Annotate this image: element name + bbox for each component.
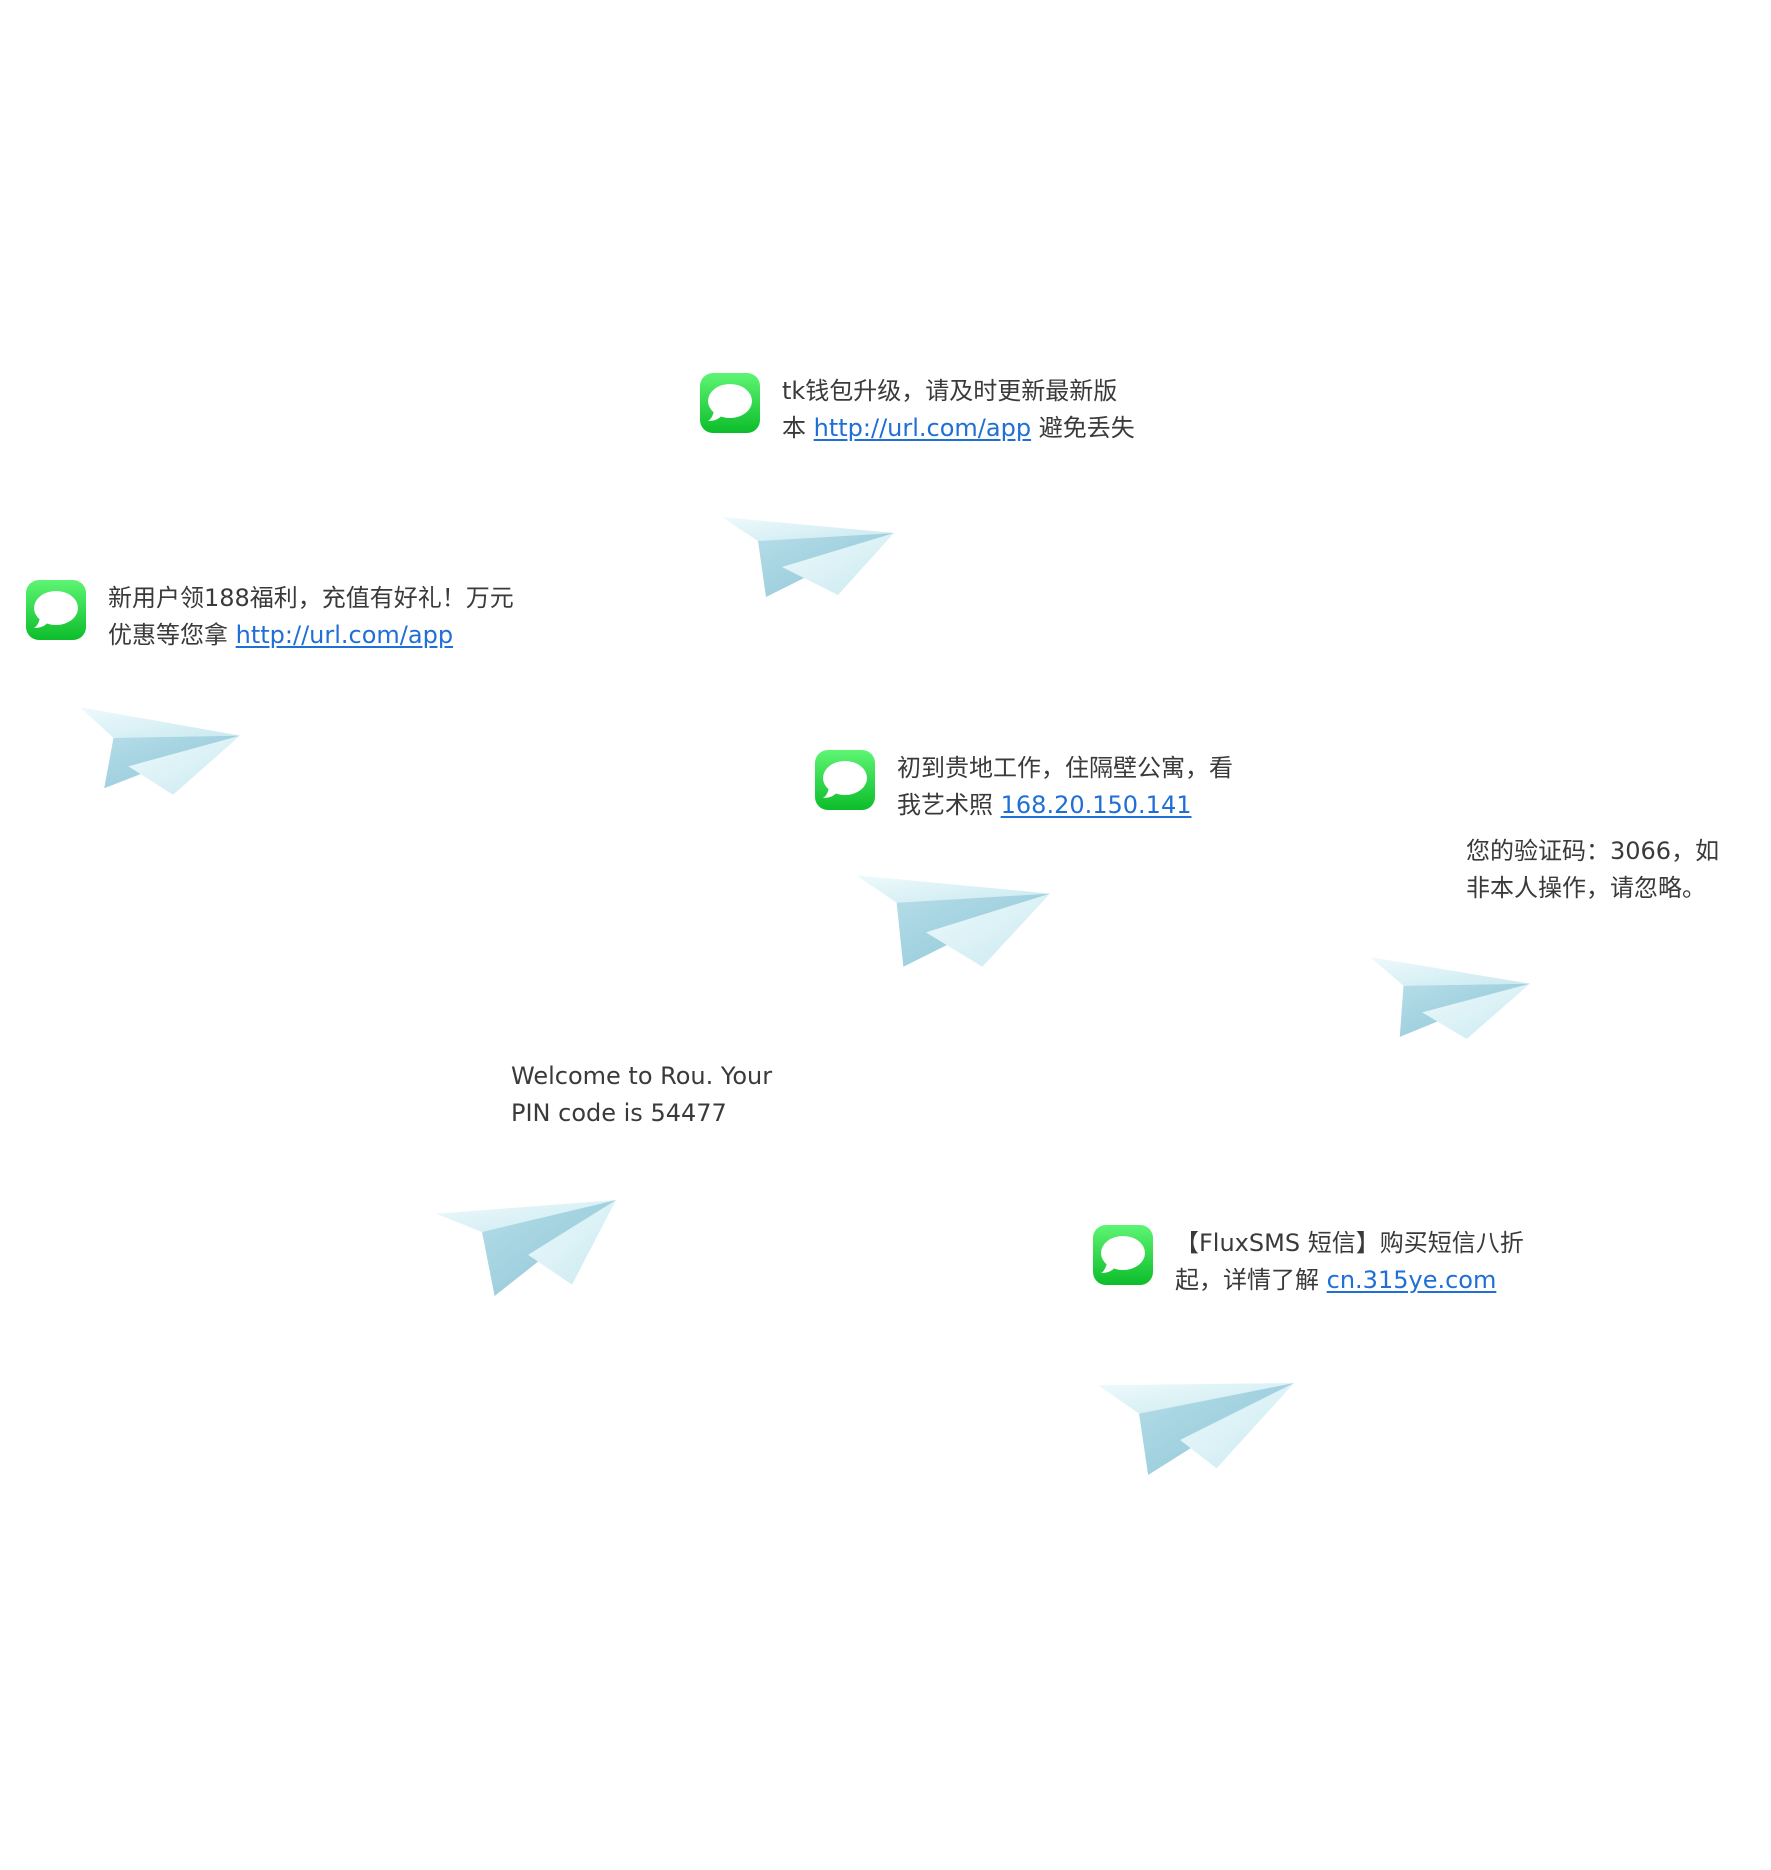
message-text: tk钱包升级，请及时更新最新版 本 http://url.com/app 避免丢… [782, 373, 1135, 447]
message-link[interactable]: http://url.com/app [813, 414, 1032, 442]
paper-plane-icon [80, 705, 240, 797]
paper-plane-icon [856, 873, 1050, 969]
message-text: 初到贵地工作，住隔壁公寓，看 我艺术照 168.20.150.141 [897, 750, 1233, 824]
message-link[interactable]: http://url.com/app [235, 621, 454, 649]
message-text: Welcome to Rou. Your PIN code is 54477 [511, 1058, 772, 1132]
message-link[interactable]: 168.20.150.141 [1000, 791, 1192, 819]
message-line-1: tk钱包升级，请及时更新最新版 [782, 377, 1118, 405]
message-line-2: PIN code is 54477 [511, 1099, 727, 1127]
messages-app-icon [26, 580, 86, 640]
message-line-2: 优惠等您拿 http://url.com/app [108, 621, 454, 649]
message-link[interactable]: cn.315ye.com [1326, 1266, 1497, 1294]
message-line-2: 我艺术照 168.20.150.141 [897, 791, 1192, 819]
message-line-2: 本 http://url.com/app 避免丢失 [782, 414, 1135, 442]
message-line-1: Welcome to Rou. Your [511, 1062, 773, 1090]
message-line-1: 您的验证码：3066，如 [1466, 837, 1720, 865]
messages-app-icon [815, 750, 875, 810]
message-text: 新用户领188福利，充值有好礼！万元 优惠等您拿 http://url.com/… [108, 580, 514, 654]
message-line-1: 【FluxSMS 短信】购买短信八折 [1175, 1229, 1524, 1257]
message-line-1: 初到贵地工作，住隔壁公寓，看 [897, 754, 1233, 782]
paper-plane-icon [1370, 955, 1530, 1041]
paper-plane-icon [436, 1200, 616, 1296]
paper-plane-icon [1098, 1383, 1294, 1475]
message-text: 【FluxSMS 短信】购买短信八折 起，详情了解 cn.315ye.com [1175, 1225, 1524, 1299]
paper-plane-icon [722, 515, 894, 599]
message-line-2: 非本人操作，请忽略。 [1466, 874, 1706, 902]
message-text: 您的验证码：3066，如 非本人操作，请忽略。 [1466, 833, 1719, 907]
message-line-1: 新用户领188福利，充值有好礼！万元 [108, 584, 514, 612]
messages-app-icon [700, 373, 760, 433]
messages-app-icon [1093, 1225, 1153, 1285]
message-line-2: 起，详情了解 cn.315ye.com [1175, 1266, 1497, 1294]
